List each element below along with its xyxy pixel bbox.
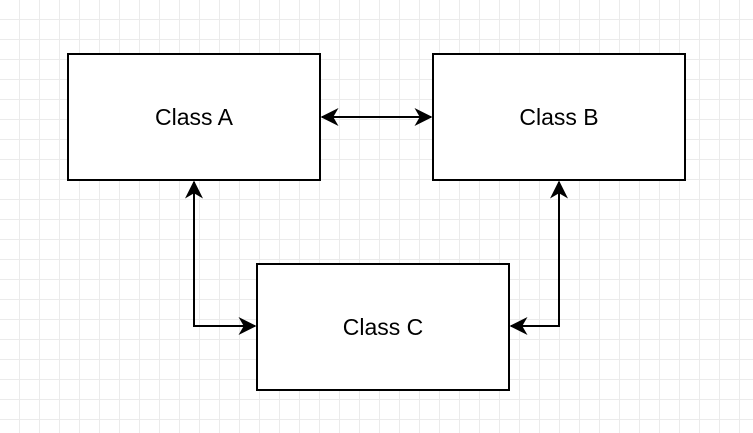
class-a-node[interactable]: Class A <box>67 53 321 181</box>
class-b-label: Class B <box>519 103 599 130</box>
edge-a-c[interactable] <box>185 180 257 335</box>
class-c-label: Class C <box>342 313 424 340</box>
class-c-node[interactable]: Class C <box>256 263 510 391</box>
class-a-label: Class A <box>155 103 233 130</box>
edge-b-c[interactable] <box>509 180 568 335</box>
class-b-node[interactable]: Class B <box>432 53 686 181</box>
